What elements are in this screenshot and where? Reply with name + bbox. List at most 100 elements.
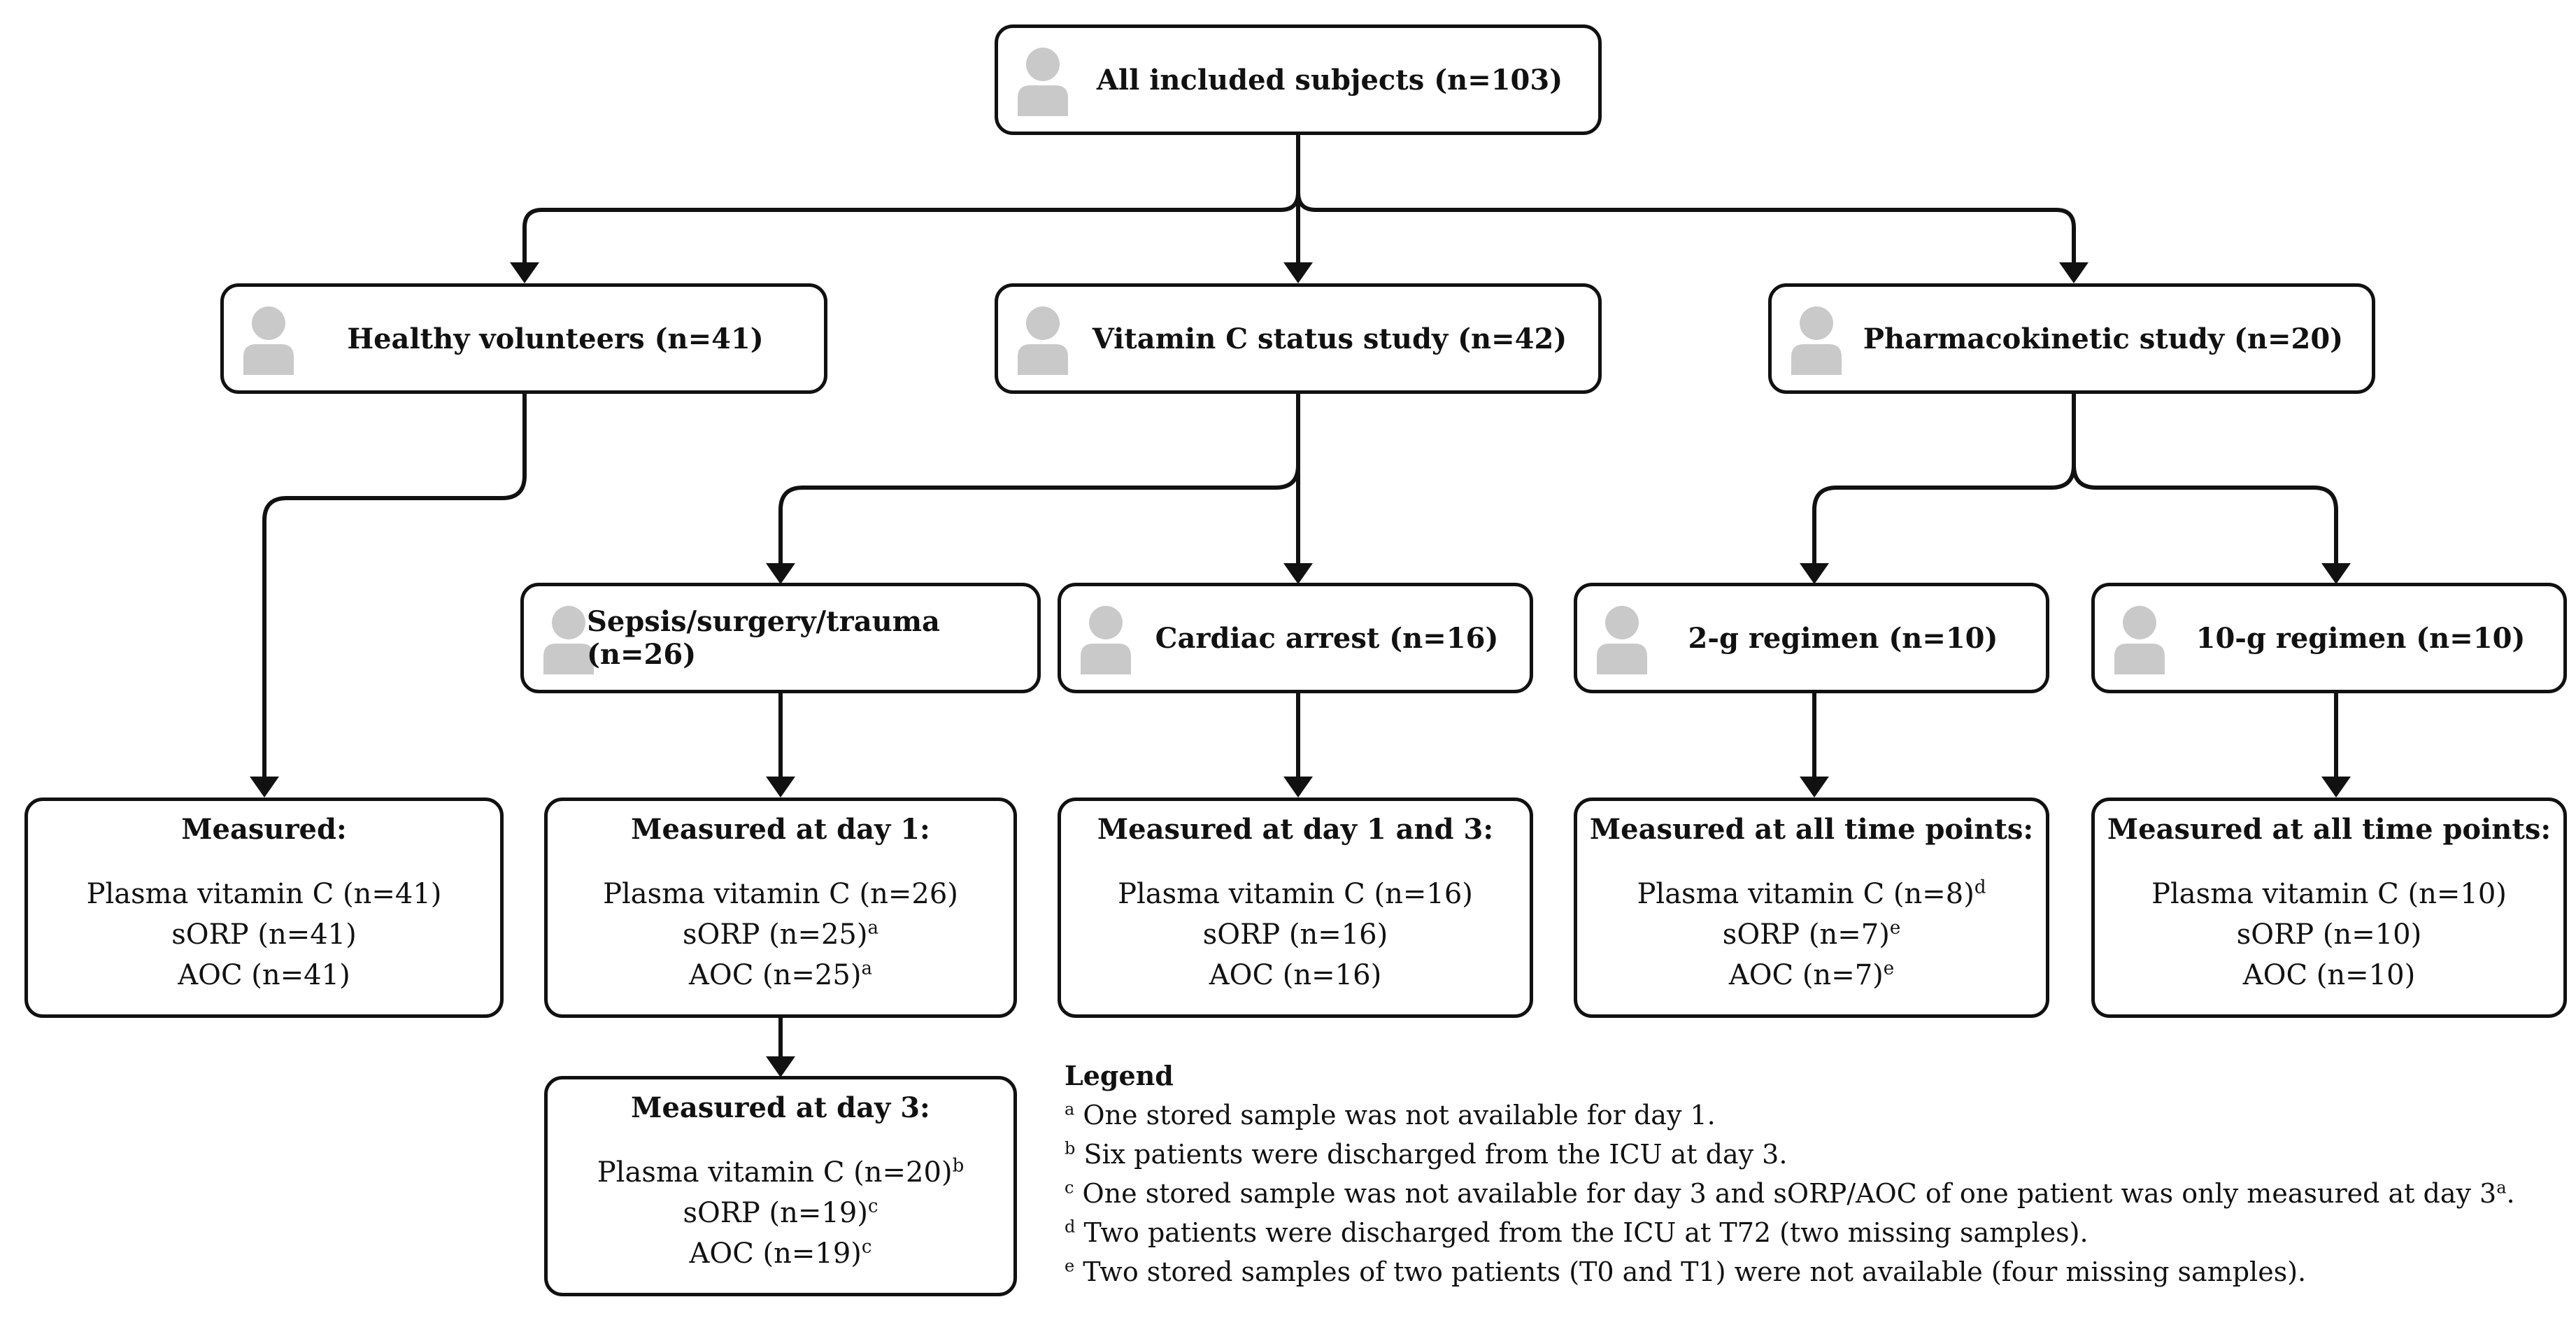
measured-aoc: AOC (n=10) (2242, 959, 2416, 991)
legend-text-end: . (2506, 1178, 2515, 1209)
edge-pk-to-10g (2072, 465, 2338, 563)
legend-text: One stored sample was not available for … (1083, 1100, 1716, 1131)
person-icon (2114, 606, 2165, 674)
person-icon (1791, 306, 1842, 375)
measured-aoc: AOC (n=25)a (548, 955, 1013, 995)
edge-vitc-to-sepsis (778, 392, 1300, 563)
measured-sorp: sORP (n=16) (1202, 919, 1388, 951)
footnote-mark: b (952, 1155, 965, 1177)
measured-sorp: sORP (n=41) (171, 919, 357, 951)
measured-value: Plasma vitamin C (n=20) (597, 1156, 953, 1189)
legend-mark: a (1065, 1099, 1075, 1119)
footnote-mark: c (867, 1196, 878, 1217)
edge-pk-to-2g (1812, 392, 2076, 563)
legend-mark: a (2496, 1177, 2507, 1198)
legend-item: a One stored sample was not available fo… (1065, 1096, 2515, 1135)
measured-cardiac-arrest: Measured at day 1 and 3: Plasma vitamin … (1058, 798, 1533, 1018)
footnote-mark: e (1889, 917, 1901, 939)
measured-title: Measured at day 1 and 3: (1097, 813, 1494, 846)
measured-sepsis-day-1: Measured at day 1: Plasma vitamin C (n=2… (544, 798, 1017, 1018)
measured-plasma-vitamin-c: Plasma vitamin C (n=10) (2151, 878, 2507, 910)
legend-item: b Six patients were discharged from the … (1065, 1135, 2515, 1174)
measured-value: sORP (n=7) (1722, 919, 1890, 951)
measured-healthy: Measured: Plasma vitamin C (n=41) sORP (… (24, 798, 504, 1018)
node-label: 10-g regimen (n=10) (2196, 621, 2526, 655)
arrowhead (2321, 777, 2351, 798)
footnote-mark: a (867, 917, 878, 939)
measured-plasma-vitamin-c: Plasma vitamin C (n=8)d (1577, 874, 2046, 914)
footnote-mark: a (861, 958, 872, 979)
measured-plasma-vitamin-c: Plasma vitamin C (n=20)b (548, 1152, 1013, 1193)
edge-healthy-to-measured (262, 392, 527, 777)
edge-all-to-healthy (522, 133, 1300, 266)
arrowhead (2059, 262, 2088, 283)
measured-title: Measured at all time points: (1589, 813, 2034, 846)
legend-mark: b (1065, 1138, 1076, 1159)
legend-mark: c (1065, 1177, 1074, 1198)
measured-title: Measured: (181, 813, 347, 846)
measured-sepsis-day-3: Measured at day 3: Plasma vitamin C (n=2… (544, 1076, 1017, 1296)
node-all-included-subjects: All included subjects (n=103) (995, 24, 1602, 135)
measured-title: Measured at all time points: (2107, 813, 2552, 846)
legend-title: Legend (1065, 1060, 1174, 1091)
measured-plasma-vitamin-c: Plasma vitamin C (n=41) (86, 878, 442, 910)
node-10g-regimen: 10-g regimen (n=10) (2091, 583, 2567, 693)
measured-plasma-vitamin-c: Plasma vitamin C (n=26) (603, 878, 958, 910)
legend-mark: e (1065, 1256, 1075, 1276)
measured-sorp: sORP (n=7)e (1577, 914, 2046, 955)
person-icon (1597, 606, 1647, 674)
measured-aoc: AOC (n=41) (178, 959, 350, 991)
measured-value: AOC (n=7) (1728, 959, 1884, 991)
node-sepsis-surgery-trauma: Sepsis/surgery/trauma (n=26) (520, 583, 1041, 693)
node-pharmacokinetic-study: Pharmacokinetic study (n=20) (1768, 283, 2375, 394)
arrowhead (1800, 563, 1829, 584)
measured-sorp: sORP (n=25)a (548, 914, 1013, 955)
legend-mark: d (1065, 1217, 1076, 1237)
arrowhead (1283, 777, 1313, 798)
measured-value: sORP (n=19) (683, 1197, 868, 1229)
measured-title: Measured at day 1: (631, 813, 930, 846)
legend-item: d Two patients were discharged from the … (1065, 1213, 2515, 1252)
measured-value: AOC (n=19) (689, 1238, 862, 1270)
node-vitamin-c-status-study: Vitamin C status study (n=42) (995, 283, 1602, 394)
node-label: 2-g regimen (n=10) (1688, 621, 1998, 655)
arrowhead (510, 262, 539, 283)
node-label: Cardiac arrest (n=16) (1155, 621, 1499, 655)
arrowhead (1283, 262, 1313, 283)
node-label: Healthy volunteers (n=41) (347, 322, 764, 355)
person-icon (1018, 306, 1068, 375)
measured-value: Plasma vitamin C (n=8) (1637, 878, 1974, 910)
edge-all-to-pk (1296, 192, 2076, 266)
arrowhead (766, 563, 795, 584)
arrowhead (250, 777, 279, 798)
arrowhead (766, 1056, 795, 1077)
measured-title: Measured at day 3: (631, 1091, 930, 1124)
legend-text: Two patients were discharged from the IC… (1083, 1217, 2088, 1248)
arrowhead (2321, 563, 2351, 584)
node-cardiac-arrest: Cardiac arrest (n=16) (1058, 583, 1533, 693)
measured-aoc: AOC (n=19)c (548, 1233, 1013, 1274)
measured-2g-regimen: Measured at all time points: Plasma vita… (1574, 798, 2049, 1018)
person-icon (543, 606, 594, 674)
measured-10g-regimen: Measured at all time points: Plasma vita… (2091, 798, 2567, 1018)
measured-plasma-vitamin-c: Plasma vitamin C (n=16) (1118, 878, 1473, 910)
arrowhead (1800, 777, 1829, 798)
footnote-mark: d (1974, 877, 1986, 898)
measured-aoc: AOC (n=16) (1209, 959, 1382, 991)
legend-item: e Two stored samples of two patients (T0… (1065, 1252, 2515, 1291)
legend-item: c One stored sample was not available fo… (1065, 1174, 2515, 1213)
arrowhead (766, 777, 795, 798)
measured-value: sORP (n=25) (683, 919, 868, 951)
arrowhead (1283, 563, 1313, 584)
person-icon (1081, 606, 1131, 674)
legend-text: Six patients were discharged from the IC… (1083, 1139, 1788, 1170)
measured-sorp: sORP (n=19)c (548, 1193, 1013, 1233)
node-label: Vitamin C status study (n=42) (1092, 322, 1567, 355)
node-healthy-volunteers: Healthy volunteers (n=41) (220, 283, 827, 394)
node-2g-regimen: 2-g regimen (n=10) (1574, 583, 2049, 693)
footnote-mark: c (861, 1236, 872, 1258)
footnote-mark: e (1883, 958, 1895, 979)
measured-sorp: sORP (n=10) (2236, 919, 2422, 951)
measured-value: AOC (n=25) (689, 959, 862, 991)
